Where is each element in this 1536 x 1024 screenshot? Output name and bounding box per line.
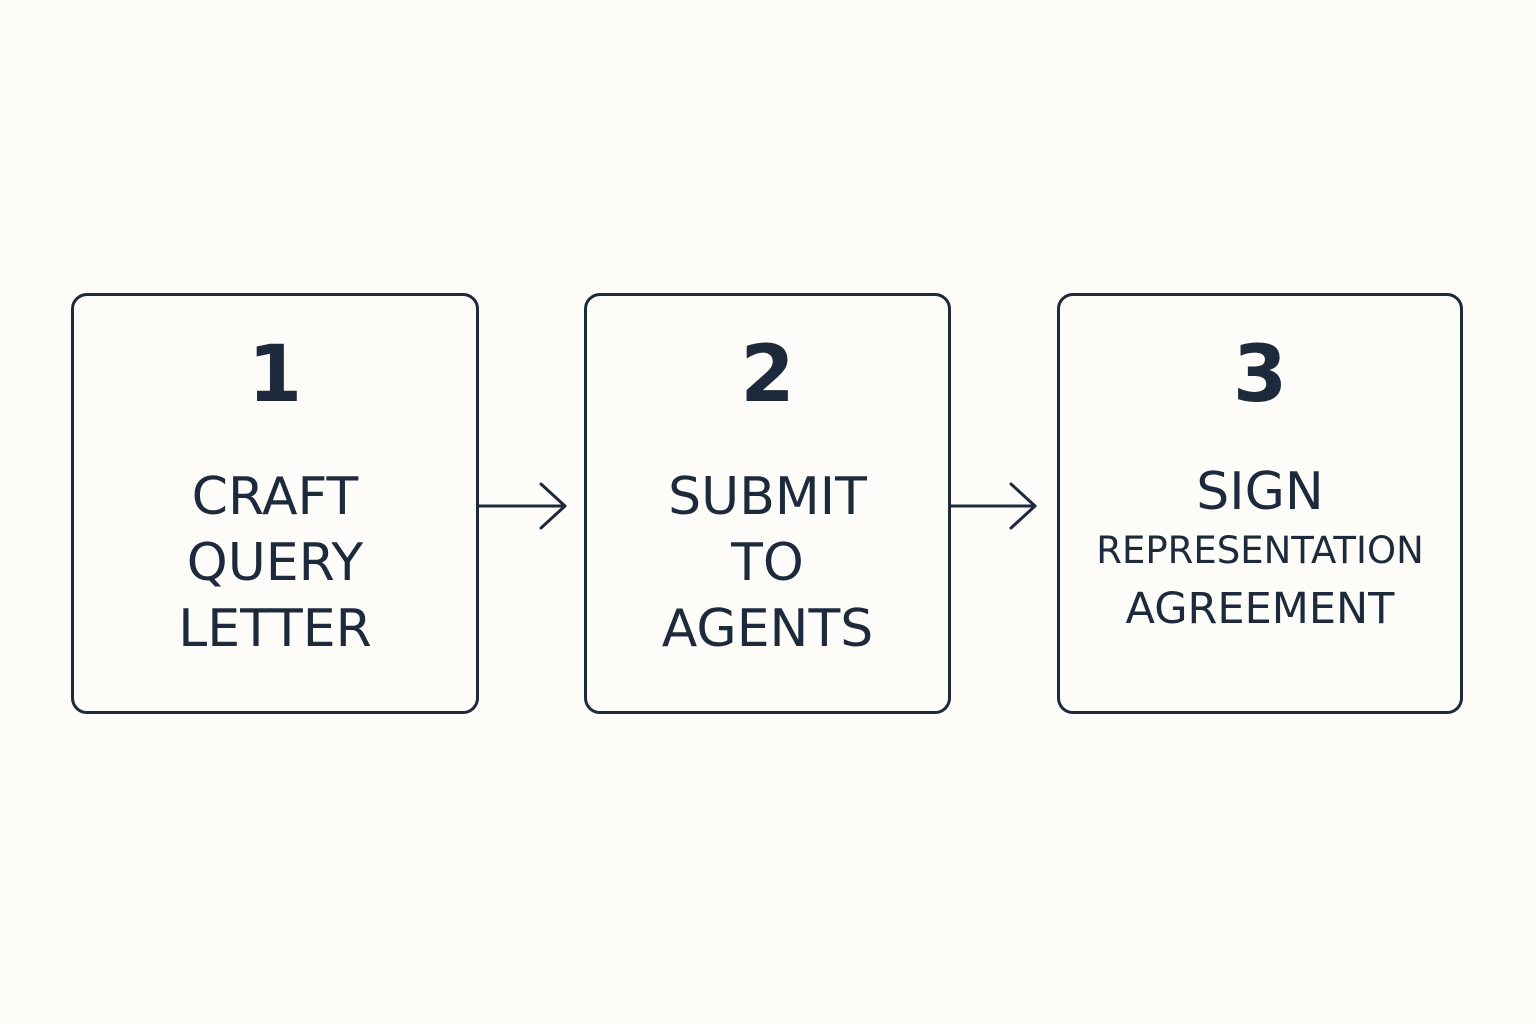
step-box-craft-query-letter: 1 CRAFT QUERY LETTER xyxy=(71,293,479,714)
step-label-line: SIGN xyxy=(1196,462,1324,522)
step-label-line: CRAFT xyxy=(191,467,359,527)
step-number: 1 xyxy=(247,330,303,420)
step-label-line: SUBMIT xyxy=(668,467,867,527)
step-label: SIGN REPRESENTATION AGREEMENT xyxy=(1060,462,1460,638)
step-label-line: AGREEMENT xyxy=(1125,584,1395,634)
step-box-sign-representation-agreement: 3 SIGN REPRESENTATION AGREEMENT xyxy=(1057,293,1463,714)
step-label: CRAFT QUERY LETTER xyxy=(74,464,476,662)
step-label-line: LETTER xyxy=(178,599,372,659)
step-label-line: AGENTS xyxy=(661,599,874,659)
arrow-right-icon xyxy=(949,482,1037,530)
step-box-submit-to-agents: 2 SUBMIT TO AGENTS xyxy=(584,293,951,714)
step-label: SUBMIT TO AGENTS xyxy=(587,464,948,662)
step-label-line: REPRESENTATION xyxy=(1096,529,1424,572)
arrow-right-icon xyxy=(477,482,567,530)
step-label-line: TO xyxy=(731,533,804,593)
step-number: 2 xyxy=(740,330,795,420)
step-label-line: QUERY xyxy=(186,533,364,593)
step-number: 3 xyxy=(1232,330,1288,420)
